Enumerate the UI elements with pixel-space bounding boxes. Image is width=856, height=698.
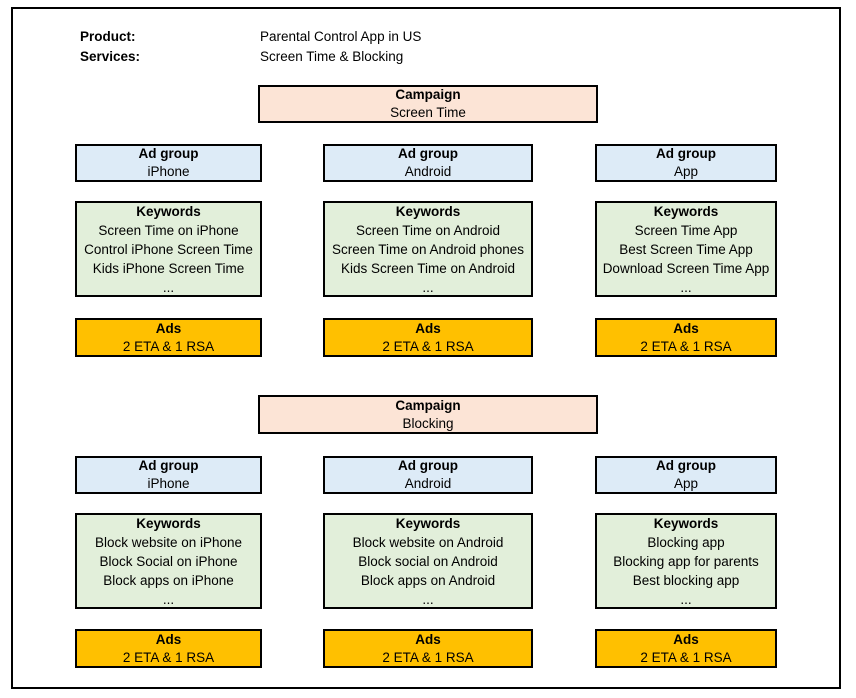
product-label: Product: (80, 29, 136, 44)
keywords-label: Keywords (136, 203, 201, 219)
ads-label: Ads (415, 320, 441, 336)
ads-detail: 2 ETA & 1 RSA (640, 338, 732, 354)
keyword-line: ... (422, 591, 434, 607)
ads-detail: 2 ETA & 1 RSA (122, 649, 215, 665)
keyword-line: Best blocking app (632, 572, 740, 588)
keyword-line: Block Social on iPhone (99, 553, 238, 569)
keyword-line: Block website on iPhone (94, 534, 243, 550)
adgroup-label: Ad group (398, 458, 458, 473)
keyword-line: Screen Time on Android phones (331, 241, 525, 257)
adgroup-box-s1-android: Ad group Android (323, 144, 533, 182)
keyword-line: Kids Screen Time on Android (340, 260, 516, 276)
adgroup-name: Android (404, 476, 452, 491)
keywords-box-s1-iphone: Keywords Screen Time on iPhone Control i… (75, 201, 262, 297)
keyword-line: ... (162, 591, 175, 607)
keyword-line: Kids iPhone Screen Time (92, 260, 245, 276)
keywords-box-s2-android: Keywords Block website on Android Block … (323, 513, 533, 609)
keyword-line: Blocking app (647, 534, 725, 550)
services-value: Screen Time & Blocking (260, 49, 404, 64)
keyword-line: ... (680, 279, 692, 295)
keyword-line: Screen Time on Android (355, 222, 501, 238)
outer-border (11, 7, 841, 689)
adgroup-label: Ad group (656, 458, 716, 473)
keywords-label: Keywords (653, 515, 719, 531)
adgroup-label: Ad group (138, 146, 199, 161)
keyword-line: ... (162, 279, 175, 295)
ads-label: Ads (155, 631, 182, 647)
services-label: Services: (80, 49, 141, 64)
ads-box-s1-iphone: Ads 2 ETA & 1 RSA (75, 318, 262, 357)
product-value: Parental Control App in US (260, 29, 422, 44)
ads-label: Ads (673, 320, 699, 336)
keyword-line: Control iPhone Screen Time (84, 241, 253, 257)
adgroup-name: Android (404, 164, 452, 179)
keywords-box-s2-app: Keywords Blocking app Blocking app for p… (595, 513, 777, 609)
ads-box-s2-android: Ads 2 ETA & 1 RSA (323, 629, 533, 668)
keywords-box-s1-android: Keywords Screen Time on Android Screen T… (323, 201, 533, 297)
keyword-line: ... (422, 279, 434, 295)
keywords-label: Keywords (653, 203, 719, 219)
adgroup-label: Ad group (656, 146, 716, 161)
adgroup-box-s1-app: Ad group App (595, 144, 777, 182)
keyword-line: Block social on Android (358, 553, 498, 569)
keyword-line: Screen Time App (634, 222, 738, 238)
keywords-label: Keywords (395, 515, 461, 531)
keywords-box-s2-iphone: Keywords Block website on iPhone Block S… (75, 513, 262, 609)
ads-label: Ads (673, 631, 699, 647)
campaign-box-blocking: Campaign Blocking (258, 395, 598, 434)
adgroup-box-s2-android: Ad group Android (323, 456, 533, 494)
adgroup-box-s1-iphone: Ad group iPhone (75, 144, 262, 182)
ads-box-s2-app: Ads 2 ETA & 1 RSA (595, 629, 777, 668)
keywords-box-s1-app: Keywords Screen Time App Best Screen Tim… (595, 201, 777, 297)
ads-label: Ads (155, 320, 182, 336)
ads-detail: 2 ETA & 1 RSA (640, 649, 732, 665)
ads-label: Ads (415, 631, 441, 647)
adgroup-name: iPhone (147, 164, 190, 179)
adgroup-box-s2-iphone: Ad group iPhone (75, 456, 262, 494)
adgroup-label: Ad group (138, 458, 199, 473)
ads-detail: 2 ETA & 1 RSA (382, 338, 474, 354)
campaign-name: Blocking (402, 415, 454, 431)
keyword-line: Screen Time on iPhone (98, 222, 239, 238)
keyword-line: Block apps on iPhone (103, 572, 234, 588)
campaign-name: Screen Time (390, 105, 466, 120)
campaign-label: Campaign (395, 397, 461, 413)
keyword-line: Blocking app for parents (613, 553, 759, 569)
keywords-label: Keywords (395, 203, 461, 219)
campaign-box-screen-time: Campaign Screen Time (258, 85, 598, 123)
adgroup-name: App (673, 164, 699, 179)
ads-detail: 2 ETA & 1 RSA (122, 338, 215, 354)
keyword-line: ... (680, 591, 692, 607)
ads-detail: 2 ETA & 1 RSA (382, 649, 474, 665)
adgroup-name: App (673, 476, 699, 491)
keyword-line: Download Screen Time App (602, 260, 770, 276)
adgroup-label: Ad group (398, 146, 458, 161)
keyword-line: Best Screen Time App (619, 241, 753, 257)
ads-box-s1-app: Ads 2 ETA & 1 RSA (595, 318, 777, 357)
keywords-label: Keywords (136, 515, 201, 531)
keyword-line: Block website on Android (352, 534, 504, 550)
ads-box-s1-android: Ads 2 ETA & 1 RSA (323, 318, 533, 357)
adgroup-box-s2-app: Ad group App (595, 456, 777, 494)
campaign-label: Campaign (395, 87, 461, 102)
adgroup-name: iPhone (147, 476, 190, 491)
keyword-line: Block apps on Android (360, 572, 496, 588)
ads-box-s2-iphone: Ads 2 ETA & 1 RSA (75, 629, 262, 668)
